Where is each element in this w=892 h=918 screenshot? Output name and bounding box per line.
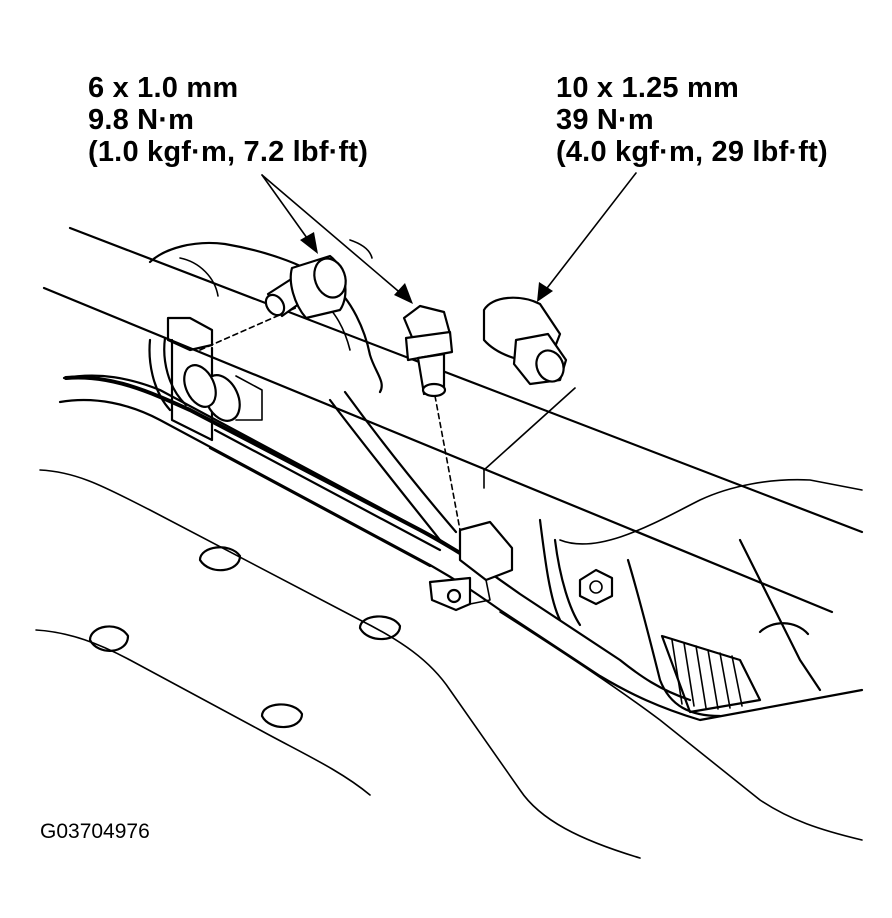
rubber-boot-ribs — [671, 639, 743, 710]
grommet-inner — [183, 364, 217, 408]
lower-housing-edge — [626, 558, 722, 718]
case-contour-2 — [35, 629, 371, 796]
figure-code: G03704976 — [40, 820, 150, 843]
bolt-tip — [535, 349, 565, 383]
housing-rib — [179, 257, 219, 297]
upper-rail — [42, 226, 864, 614]
rail-lower-edge — [42, 286, 834, 614]
housing-upper-left — [148, 239, 383, 394]
bolt-head-face — [313, 257, 347, 299]
pipe-riser-right — [343, 390, 458, 534]
arrowhead-left-bolt-2 — [394, 283, 413, 304]
pipe-bend-left-inner — [163, 336, 188, 407]
boss-1 — [198, 546, 242, 572]
case-bosses — [88, 546, 402, 729]
arrowhead-left-bolt-1 — [300, 232, 318, 254]
bolt-large-right — [482, 296, 568, 386]
rubber-boot — [660, 634, 762, 714]
case-edge-lower — [58, 398, 864, 722]
right-edge-contour — [738, 538, 822, 692]
torque-alt-label: (4.0 kgf·m, 29 lbf·ft) — [556, 136, 828, 168]
case-contour-4 — [559, 478, 863, 545]
bolt-tip — [264, 293, 286, 317]
leader-arrows — [261, 172, 637, 304]
pipe-body-bottom — [208, 446, 432, 568]
bolt-size-label: 6 x 1.0 mm — [88, 72, 239, 104]
arrowhead-right-bolt — [537, 282, 553, 302]
leader-line-left-bolt-1 — [261, 174, 313, 246]
torque-spec-small-bolts: 6 x 1.0 mm 9.8 N·m (1.0 kgf·m, 7.2 lbf·f… — [88, 72, 368, 168]
torque-alt-label: (1.0 kgf·m, 7.2 lbf·ft) — [88, 136, 369, 168]
pipe-clamp-left — [166, 316, 263, 442]
bolt-flange — [404, 330, 454, 362]
bracket-side — [538, 518, 562, 622]
hex-nut-bore — [589, 580, 603, 594]
pipe-clamp-center — [428, 520, 514, 612]
housing-cap — [349, 239, 373, 259]
boss-3 — [358, 615, 402, 641]
grommet-sleeve — [235, 375, 263, 421]
boss-2 — [88, 625, 130, 652]
torque-nm-label: 39 N·m — [556, 104, 654, 136]
torque-nm-label: 9.8 N·m — [88, 104, 195, 136]
bolt-small-center — [402, 304, 454, 398]
rail-top-edge — [68, 226, 864, 534]
align-line-center — [434, 395, 461, 531]
center-clamp-hole — [446, 588, 462, 604]
pipe-bend-left — [148, 338, 172, 412]
center-clamp-fold — [469, 579, 491, 605]
pipe-body-top — [213, 428, 442, 552]
right-components — [538, 518, 822, 718]
leader-line-left-bolt-2 — [261, 174, 405, 297]
bolt-tip — [421, 382, 447, 398]
bolt-small-left — [264, 254, 347, 320]
hex-nut — [578, 568, 614, 606]
center-clamp-body — [458, 520, 514, 582]
torque-spec-large-bolt: 10 x 1.25 mm 39 N·m (4.0 kgf·m, 29 lbf·f… — [556, 72, 828, 168]
case-contour-3 — [499, 611, 863, 841]
clamp-bracket — [166, 316, 214, 352]
leader-line-right-bolt — [543, 172, 637, 293]
bracket-side-inner — [553, 538, 582, 627]
case-surface — [35, 374, 864, 859]
case-contour-1 — [39, 469, 641, 859]
mount-boss — [758, 622, 810, 636]
bolt-size-label: 10 x 1.25 mm — [556, 72, 739, 104]
boss-4 — [260, 703, 304, 729]
pipe-riser-left — [328, 398, 442, 542]
rail-end-face — [483, 387, 576, 471]
